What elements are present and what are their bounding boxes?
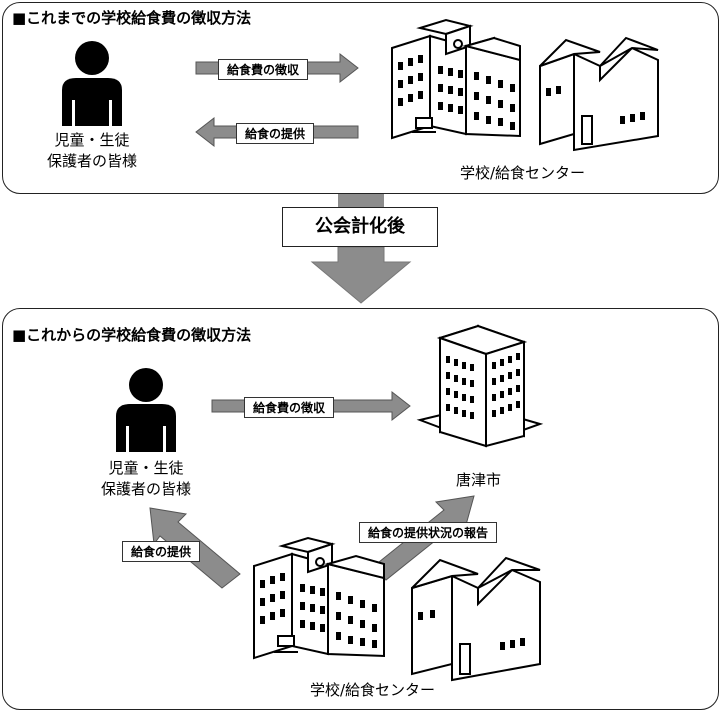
future-report-label: 給食の提供状況の報告 [359, 522, 498, 543]
future-method-panel [2, 308, 719, 710]
down-arrow-icon [310, 246, 412, 304]
future-collect-label: 給食費の徴収 [244, 397, 335, 418]
current-provide-label: 給食の提供 [236, 123, 315, 144]
future-provide-label: 給食の提供 [122, 541, 201, 562]
future-school-label: 学校/給食センター [310, 681, 436, 699]
after-public-accounting-label: 公会計化後 [282, 207, 438, 247]
future-guardians-line1: 児童・生徒 [108, 459, 184, 477]
city-label: 唐津市 [456, 471, 502, 489]
future-guardians-line2: 保護者の皆様 [100, 480, 191, 498]
current-collect-label: 給食費の徴収 [218, 59, 309, 80]
current-school-label: 学校/給食センター [460, 164, 586, 182]
current-guardians-label: 児童・生徒 保護者の皆様 [42, 130, 142, 172]
current-guardians-line1: 児童・生徒 [54, 131, 130, 149]
current-method-heading: ■これまでの学校給食費の徴収方法 [12, 9, 252, 27]
current-guardians-line2: 保護者の皆様 [46, 152, 137, 170]
future-method-heading: ■これからの学校給食費の徴収方法 [12, 326, 252, 344]
future-guardians-label: 児童・生徒 保護者の皆様 [96, 458, 196, 500]
